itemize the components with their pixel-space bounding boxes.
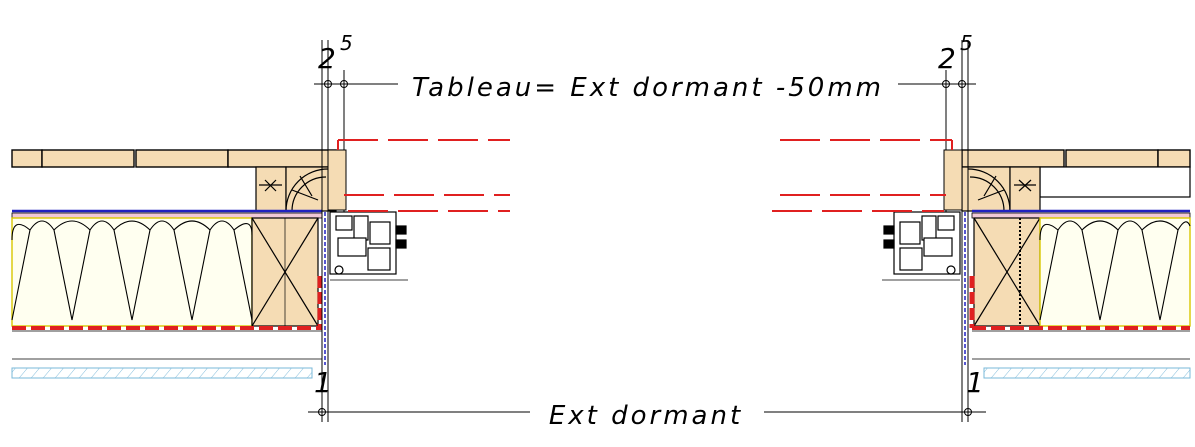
right-top-marker: 2 bbox=[938, 42, 956, 75]
right-counter-batten bbox=[1039, 166, 1191, 198]
right-dormant-block bbox=[943, 149, 963, 211]
left-wall-section bbox=[11, 40, 510, 420]
left-dormant-block bbox=[327, 149, 347, 211]
bottom-dimension bbox=[308, 402, 986, 422]
right-window-profile bbox=[882, 211, 961, 281]
right-cladding bbox=[961, 149, 1191, 168]
right-glazing-lines bbox=[772, 139, 953, 212]
right-batten bbox=[961, 166, 1041, 212]
right-top-exponent: 5 bbox=[960, 31, 973, 55]
right-stud bbox=[973, 217, 1041, 327]
right-wall-section bbox=[772, 40, 1191, 420]
left-insulation bbox=[11, 217, 253, 327]
left-glazing-lines bbox=[337, 139, 510, 212]
left-batten bbox=[255, 166, 337, 212]
top-dimension bbox=[314, 74, 976, 94]
bottom-dimension-label: Ext dormant bbox=[549, 401, 743, 431]
top-dimension-label: Tableau= Ext dormant -50mm bbox=[412, 73, 884, 103]
right-bottom-marker: 1 bbox=[966, 366, 984, 399]
left-frame-lines bbox=[321, 40, 345, 420]
left-bottom-marker: 1 bbox=[314, 366, 332, 399]
left-window-profile bbox=[329, 211, 408, 281]
right-interior-lining bbox=[983, 367, 1191, 379]
right-sheathing bbox=[971, 212, 1191, 219]
left-cladding bbox=[11, 149, 337, 168]
left-top-marker: 2 bbox=[318, 42, 336, 75]
left-interior-lining bbox=[11, 367, 313, 379]
right-insulation bbox=[1039, 217, 1191, 327]
left-top-exponent: 5 bbox=[340, 31, 353, 55]
left-stud bbox=[251, 217, 319, 327]
right-frame-lines bbox=[945, 40, 969, 420]
left-sheathing bbox=[11, 212, 323, 219]
